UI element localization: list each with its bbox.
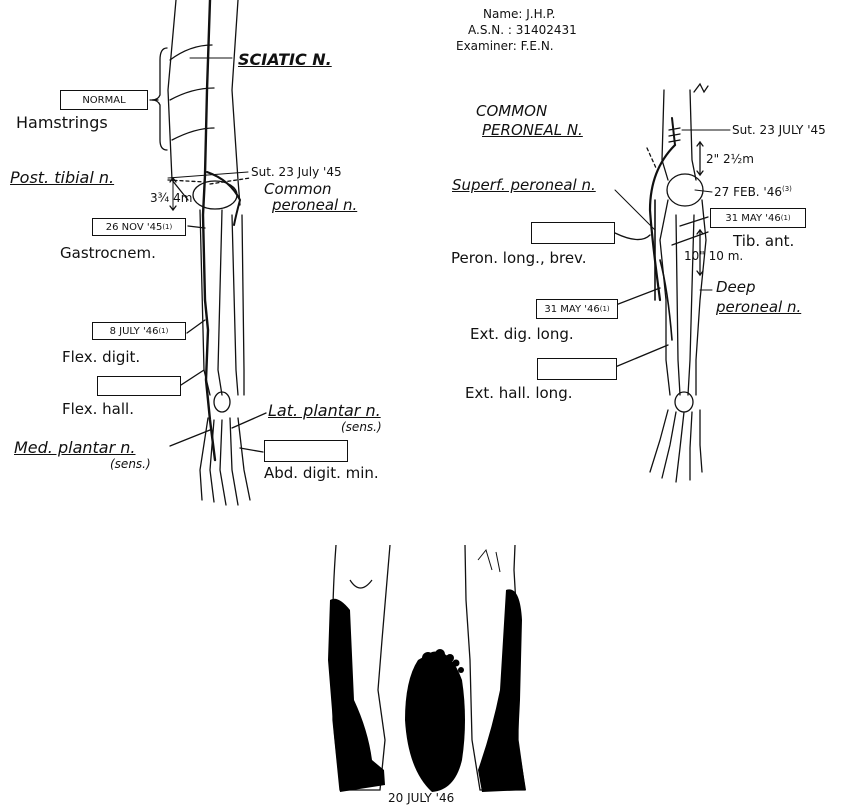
- abd-digit-box: [264, 440, 348, 462]
- left-common-peroneal-label-2: peroneal n.: [272, 198, 357, 213]
- left-leg-outline: [168, 0, 250, 505]
- flex-digit-label: Flex. digit.: [62, 350, 140, 365]
- right-common-peroneal-label-1: COMMON: [476, 104, 547, 119]
- tib-ant-label: Tib. ant.: [733, 234, 794, 249]
- right-common-peroneal-label-2: PERONEAL N.: [482, 123, 583, 138]
- patient-asn: A.S.N. : 31402431: [468, 24, 577, 36]
- flex-hall-box: [97, 376, 181, 396]
- peron-long-label: Peron. long., brev.: [451, 251, 587, 266]
- ext-hall-label: Ext. hall. long.: [465, 386, 572, 401]
- ext-hall-box: [537, 358, 617, 380]
- right-suture-label: Sut. 23 JULY '45: [732, 124, 826, 136]
- lat-plantar-sens: (sens.): [341, 421, 382, 433]
- sensory-map-date: 20 JULY '46: [388, 792, 454, 804]
- med-plantar-label: Med. plantar n.: [14, 440, 136, 456]
- ext-dig-label: Ext. dig. long.: [470, 327, 574, 342]
- left-suture-label: Sut. 23 July '45: [251, 166, 342, 178]
- hamstrings-label: Hamstrings: [16, 115, 108, 131]
- tib-ant-box: 31 MAY '46(1): [710, 208, 806, 228]
- gastrocnem-label: Gastrocnem.: [60, 246, 156, 261]
- post-tibial-label: Post. tibial n.: [10, 170, 114, 186]
- right-distance-1: 2" 2½m: [706, 153, 754, 165]
- sensory-map: [328, 545, 526, 792]
- right-distance-2: 10" 10 m.: [684, 250, 743, 262]
- left-common-peroneal-label-1: Common: [264, 182, 332, 197]
- ext-dig-box: 31 MAY '46(1): [536, 299, 618, 319]
- flex-digit-box: 8 JULY '46(1): [92, 322, 186, 340]
- left-distance-label: 3¾ 4m: [150, 192, 192, 204]
- patient-name: Name: J.H.P.: [483, 8, 555, 20]
- sciatic-nerve-label: SCIATIC N.: [238, 52, 332, 68]
- gastrocnem-box: 26 NOV '45(1): [92, 218, 186, 236]
- flex-hall-label: Flex. hall.: [62, 402, 134, 417]
- examiner: Examiner: F.E.N.: [456, 40, 554, 52]
- right-common-peroneal-nerve: [650, 145, 675, 300]
- feb-label: 27 FEB. '46(3): [714, 186, 792, 198]
- superf-peroneal-label: Superf. peroneal n.: [452, 178, 596, 193]
- hamstrings-box: NORMAL: [60, 90, 148, 110]
- lat-plantar-label: Lat. plantar n.: [268, 403, 381, 419]
- med-plantar-sens: (sens.): [110, 458, 151, 470]
- deep-peroneal-label-1: Deep: [716, 280, 756, 295]
- abd-digit-label: Abd. digit. min.: [264, 466, 379, 481]
- peron-long-box: [531, 222, 615, 244]
- deep-peroneal-label-2: peroneal n.: [716, 300, 801, 315]
